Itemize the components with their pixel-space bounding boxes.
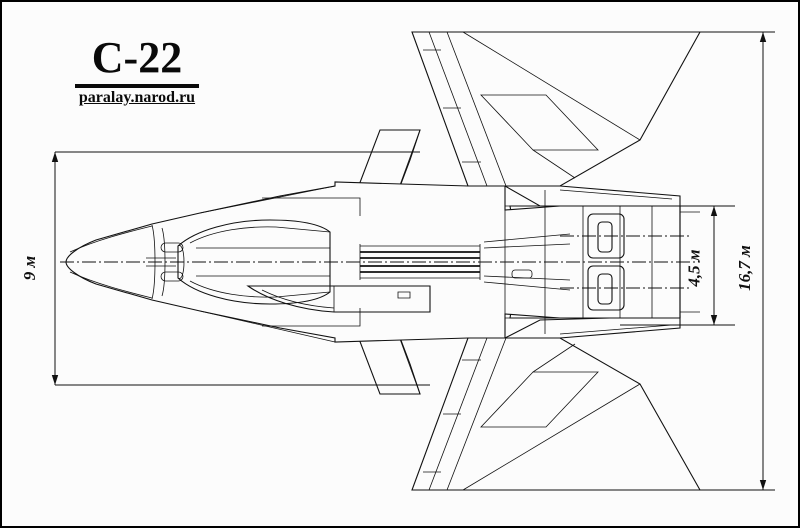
canopy-aft-upper <box>275 226 331 233</box>
nozzle-fairing-lower-1 <box>483 281 571 291</box>
vertical-tail-lower-outline <box>504 315 681 339</box>
page-title: С-22 <box>91 33 183 82</box>
arrowhead-top <box>51 152 59 162</box>
spine-panel-line-lower <box>262 308 361 327</box>
dimension-label-length: 16,7 м <box>734 245 754 291</box>
nose-profile-lower <box>69 271 153 299</box>
wing-lower-spar-2 <box>446 337 507 491</box>
weapons-bay <box>359 244 481 280</box>
vertical-tail-upper <box>502 185 681 211</box>
aft-end <box>679 206 700 318</box>
source-url: paralay.narod.ru <box>78 89 196 106</box>
vertical-tail-lower <box>504 315 681 339</box>
nozzle-fairing-lower-2 <box>483 275 571 281</box>
lerx-lower <box>199 310 336 343</box>
lerx-upper <box>199 185 336 214</box>
wing-lower-trailing-edge <box>468 337 701 491</box>
arrowhead-top <box>710 206 718 216</box>
wing-lower-control-surface-1 <box>480 371 599 428</box>
arrowhead-top <box>759 32 767 42</box>
arrowhead-bottom <box>51 375 59 385</box>
nose-profile-upper <box>69 225 153 253</box>
canopy-frame-upper <box>189 226 277 244</box>
wing-upper-control-surface-2 <box>532 149 576 179</box>
vertical-tail-upper-rudder <box>559 189 673 200</box>
radome-joint-2 <box>161 227 166 297</box>
arrowhead-bottom <box>759 480 767 490</box>
intake-lower-lip <box>261 289 335 309</box>
vertical-tail-lower-rudder <box>559 324 673 335</box>
wing-upper-spar-2 <box>446 31 507 187</box>
wing-lower-control-surface-2 <box>532 343 576 373</box>
wing-upper-spar-3 <box>462 31 641 141</box>
main-wing-upper <box>411 31 701 187</box>
main-wing-lower <box>411 337 701 491</box>
intake-lower-outline <box>246 285 431 313</box>
fuselage <box>60 181 700 343</box>
arrowhead-bottom <box>710 315 718 325</box>
nozzle-fairing-upper-1 <box>483 233 571 243</box>
intake-lower-vent <box>397 291 411 299</box>
vertical-tail-upper-outline <box>502 185 681 211</box>
wing-upper-spar-1 <box>428 31 488 187</box>
dimension-label-tailspan: 4,5 м <box>684 249 704 287</box>
engine-deck <box>483 186 680 338</box>
nozzle-upper-inner <box>597 221 613 253</box>
nozzle-lower-inner <box>597 273 613 305</box>
sensor-pod-upper <box>160 242 184 253</box>
wing-upper-trailing-edge <box>468 31 701 187</box>
wing-lower-leading-edge <box>411 337 700 491</box>
dimension-label-wingspan: 9 м <box>20 255 40 281</box>
engine-nozzles <box>560 213 690 311</box>
air-intakes <box>246 285 431 313</box>
wing-upper-leading-edge <box>411 31 700 187</box>
title-divider <box>75 84 199 88</box>
sensor-pod-lower <box>160 271 184 282</box>
dimension-length <box>700 31 775 491</box>
canopy-aft-lower <box>275 291 331 298</box>
dimension-wingspan <box>51 151 430 386</box>
title-block: С-22 paralay.narod.ru <box>42 34 232 107</box>
wing-lower-spar-3 <box>462 383 641 491</box>
spine-panel-line-upper <box>262 197 361 216</box>
nose-sensors <box>146 242 184 282</box>
wing-upper-control-surface-1 <box>480 94 599 151</box>
nozzle-fairing-upper-2 <box>483 243 571 249</box>
